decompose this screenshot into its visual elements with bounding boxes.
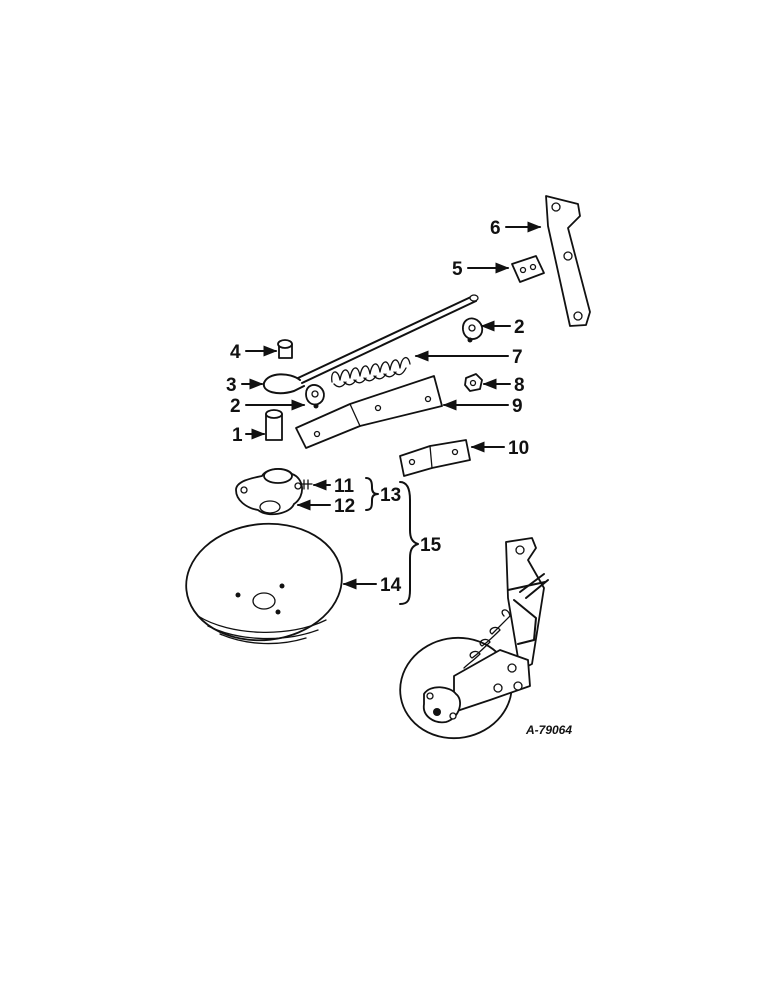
callout-6: 6 [490,218,501,239]
callout-10: 10 [508,438,529,459]
part-5-clip [511,255,545,283]
callout-4: 4 [230,342,241,363]
callout-1: 1 [232,425,243,446]
callout-3: 3 [226,375,237,396]
callout-7: 7 [512,347,523,368]
callout-14: 14 [380,575,402,596]
part-7-spring [331,357,411,388]
part-4-collar [277,339,293,359]
callout-11: 11 [334,476,355,497]
callout-9: 9 [512,396,523,417]
callout-13: 13 [380,485,401,506]
callout-2-lower: 2 [230,396,241,417]
part-11-fitting [299,479,313,490]
callout-15: 15 [420,535,442,556]
callout-5: 5 [452,259,463,280]
part-6-bracket [545,195,591,327]
callout-2-upper: 2 [514,317,525,338]
callout-12: 12 [334,496,355,517]
part-3-rod [262,294,479,395]
callout-8: 8 [514,375,525,396]
leader-lines [241,221,542,590]
part-12-hub [235,468,303,516]
part-1-sleeve [265,409,283,441]
part-8-nut [464,373,483,392]
part-9-arm [295,375,443,449]
reference-number: A-79064 [525,723,572,737]
braces [365,477,419,605]
part-2-clamp-upper [462,317,484,343]
callout-labels: 6 5 2 4 7 3 8 2 9 1 10 11 13 12 15 14 [226,218,529,596]
assembled-view [399,537,549,740]
part-14-disc [185,522,343,645]
part-2-clamp-lower [305,384,325,409]
part-10-plate [399,439,471,477]
